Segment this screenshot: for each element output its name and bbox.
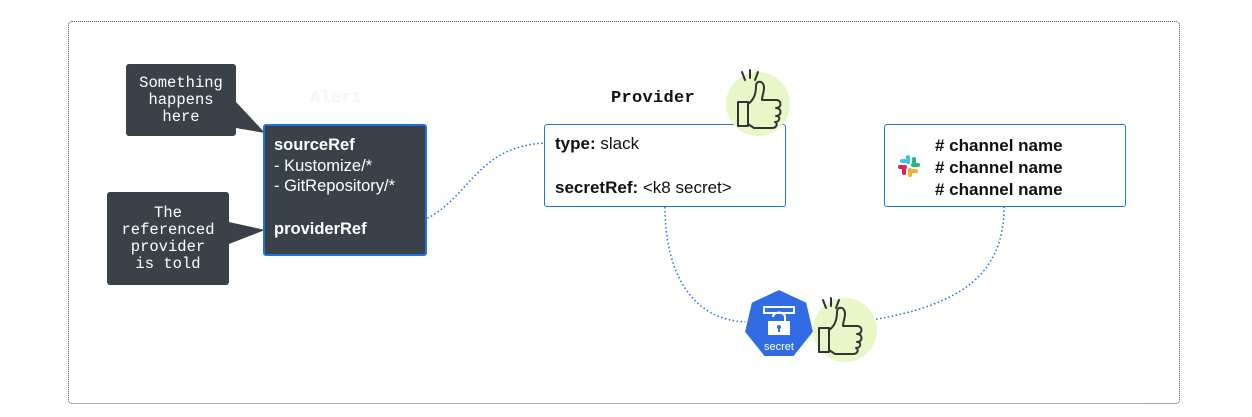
callout-pointer-1 xyxy=(236,102,265,133)
provider-secret-key: secretRef: xyxy=(555,178,639,197)
provider-type-row: type: slack xyxy=(555,134,785,154)
callout-pointer-2 xyxy=(229,222,265,244)
source-ref-label: sourceRef xyxy=(274,136,355,154)
provider-to-secret-connector xyxy=(664,206,747,323)
provider-box: type: slack secretRef: <k8 secret> xyxy=(544,124,786,207)
alert-box: sourceRef - Kustomize/* - GitRepository/… xyxy=(263,124,427,256)
callout-provider-told: The referenced provider is told xyxy=(107,192,229,285)
secret-to-channel-connector xyxy=(871,206,1005,321)
kubernetes-secret-icon: secret xyxy=(742,287,816,358)
source-item-kustomize: - Kustomize/* xyxy=(274,156,373,175)
provider-secret-row: secretRef: <k8 secret> xyxy=(555,178,785,198)
source-item-gitrepository: - GitRepository/* xyxy=(274,177,396,195)
channel-name-3: # channel name xyxy=(935,180,1063,199)
slack-channels-box: # channel name # channel name # channel … xyxy=(884,124,1126,207)
slack-icon xyxy=(898,155,920,177)
channel-name-2: # channel name xyxy=(935,158,1063,177)
provider-type-value: slack xyxy=(595,134,640,153)
alert-label: Alert xyxy=(310,89,363,108)
secret-label: secret xyxy=(764,341,794,353)
callout-something-happens: Something happens here xyxy=(126,64,236,136)
channel-name-1: # channel name xyxy=(935,136,1063,155)
provider-ref-label: providerRef xyxy=(274,219,367,238)
diagram-frame xyxy=(68,21,1180,404)
provider-label: Provider xyxy=(611,89,696,108)
provider-secret-value: <k8 secret> xyxy=(638,178,732,197)
thumbs-up-secret-icon xyxy=(813,297,877,362)
provider-type-key: type: xyxy=(555,134,596,153)
thumbs-up-icon xyxy=(726,69,790,136)
